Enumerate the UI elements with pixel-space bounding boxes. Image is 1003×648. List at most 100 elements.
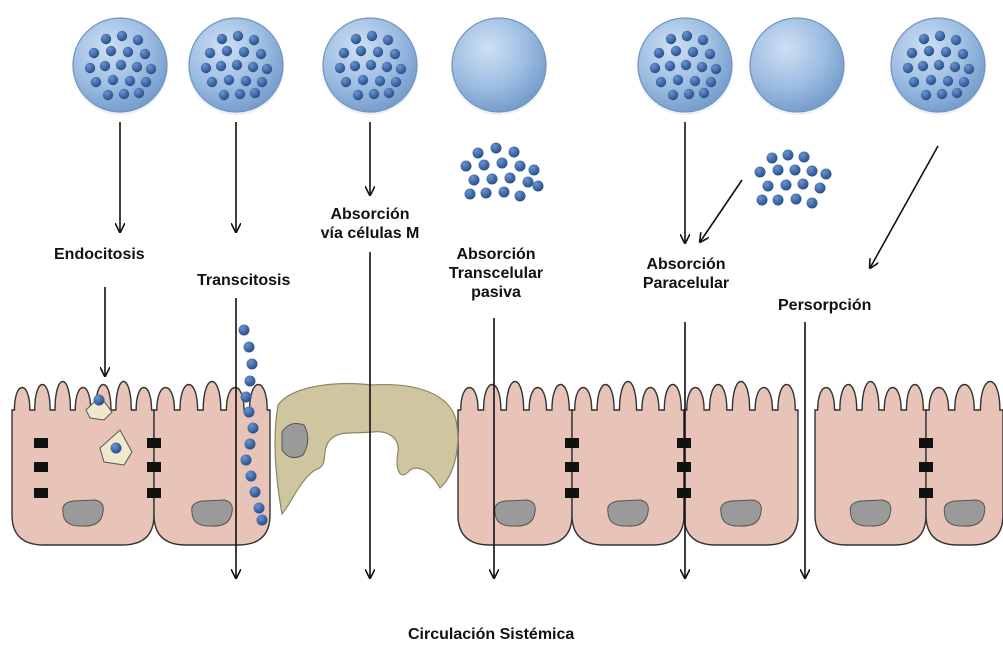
tight-junction [677, 438, 691, 498]
drug-dot [698, 35, 708, 45]
cell-nucleus [721, 500, 762, 526]
drug-dot [375, 76, 385, 86]
drug-dot [245, 376, 256, 387]
drug-dot [767, 153, 778, 164]
drug-dot [919, 34, 929, 44]
drug-dot [654, 48, 664, 58]
cell-nucleus [850, 500, 891, 526]
drug-dot [515, 191, 526, 202]
drug-dot [396, 64, 406, 74]
drug-dot [958, 49, 968, 59]
drug-dot [217, 34, 227, 44]
drug-dot [773, 195, 784, 206]
drug-dot [250, 88, 260, 98]
drug-dot [773, 165, 784, 176]
drug-dot [469, 175, 480, 186]
nanoparticle-carrier [890, 18, 986, 115]
tight-junction [34, 438, 48, 498]
drug-dot [353, 90, 363, 100]
drug-dot [515, 161, 526, 172]
drug-dot [668, 90, 678, 100]
drug-dot [711, 64, 721, 74]
drug-dot [909, 77, 919, 87]
drug-dot [351, 34, 361, 44]
label-celulas-m-line2: vía células M [300, 224, 440, 243]
drug-dot [959, 77, 969, 87]
free-nanoparticles [461, 143, 832, 209]
drug-dot [356, 46, 366, 56]
label-transcelular-line2: Transcelular [430, 264, 562, 283]
m-cell [275, 384, 458, 514]
drug-dot [132, 62, 142, 72]
drug-dot [244, 342, 255, 353]
drug-dot [757, 195, 768, 206]
drug-dot [481, 188, 492, 199]
drug-dot [224, 75, 234, 85]
drug-dot [235, 89, 245, 99]
free-nanoparticle-cluster-paracellular [755, 150, 832, 209]
drug-dot [815, 183, 826, 194]
drug-dot [117, 31, 127, 41]
drug-dot [461, 161, 472, 172]
drug-dot [383, 35, 393, 45]
drug-dot [101, 34, 111, 44]
drug-dot [103, 90, 113, 100]
epithelial-cell [572, 382, 684, 546]
cell-nucleus [495, 500, 536, 526]
drug-dot [205, 48, 215, 58]
drug-dot [207, 77, 217, 87]
label-celulas-m-line1: Absorción [300, 205, 440, 224]
drug-dot [254, 503, 265, 514]
drug-dot [781, 180, 792, 191]
drug-dot [123, 47, 133, 57]
drug-dot [791, 194, 802, 205]
cell-nucleus [192, 500, 233, 526]
drug-dot [367, 31, 377, 41]
drug-dot [146, 64, 156, 74]
particles [72, 18, 986, 115]
drug-dot [798, 179, 809, 190]
drug-dot [369, 89, 379, 99]
label-transcitosis: Transcitosis [197, 271, 290, 290]
drug-dot [688, 47, 698, 57]
drug-dot [666, 34, 676, 44]
drug-dot [487, 174, 498, 185]
drug-dot [91, 77, 101, 87]
drug-dot [119, 89, 129, 99]
drug-dot [241, 392, 252, 403]
drug-dot [681, 60, 691, 70]
drug-dot [262, 64, 272, 74]
drug-dot [671, 46, 681, 56]
drug-dot [246, 471, 257, 482]
cell-nucleus [608, 500, 649, 526]
tight-junction [147, 438, 161, 498]
drug-dot [140, 49, 150, 59]
drug-dot [650, 63, 660, 73]
label-paracelular-line2: Paracelular [636, 274, 736, 293]
label-transcelular-line1: Absorción [430, 245, 562, 264]
drug-dot [951, 35, 961, 45]
drug-dot [497, 158, 508, 169]
drug-dot [373, 47, 383, 57]
drug-dot [673, 75, 683, 85]
drug-dot [941, 47, 951, 57]
label-transcelular: Absorción Transcelular pasiva [430, 245, 562, 302]
drug-dot [358, 75, 368, 85]
drug-dot [244, 407, 255, 418]
drug-dot [247, 359, 258, 370]
drug-dot [382, 62, 392, 72]
drug-dot [134, 88, 144, 98]
drug-dot [100, 61, 110, 71]
drug-dot [249, 35, 259, 45]
drug-dot [201, 63, 211, 73]
pathway-arrow [870, 146, 938, 268]
drug-dot [366, 60, 376, 70]
intestinal-epithelium [12, 325, 1003, 546]
drug-dot [937, 89, 947, 99]
drug-dot [85, 63, 95, 73]
drug-dot [943, 76, 953, 86]
drug-dot [341, 77, 351, 87]
drug-dot [509, 147, 520, 158]
drug-dot [241, 455, 252, 466]
